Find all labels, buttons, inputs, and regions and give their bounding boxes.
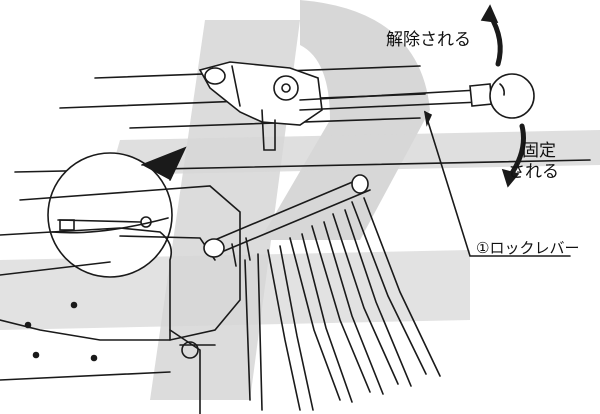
leader-line — [424, 111, 571, 257]
label-release: 解除される — [386, 30, 471, 50]
machine-body — [0, 185, 241, 341]
lock-lever-shaft — [299, 89, 481, 111]
lock-arrow — [507, 123, 526, 179]
label-lock-line1: 固定 — [522, 141, 556, 161]
detail-inset — [47, 152, 173, 278]
tine-bar — [209, 177, 371, 257]
label-lock-lever: ①ロックレバー — [476, 239, 580, 257]
lever-knob — [489, 73, 535, 119]
label-lock-line2: される — [508, 162, 559, 182]
tines — [244, 197, 441, 411]
